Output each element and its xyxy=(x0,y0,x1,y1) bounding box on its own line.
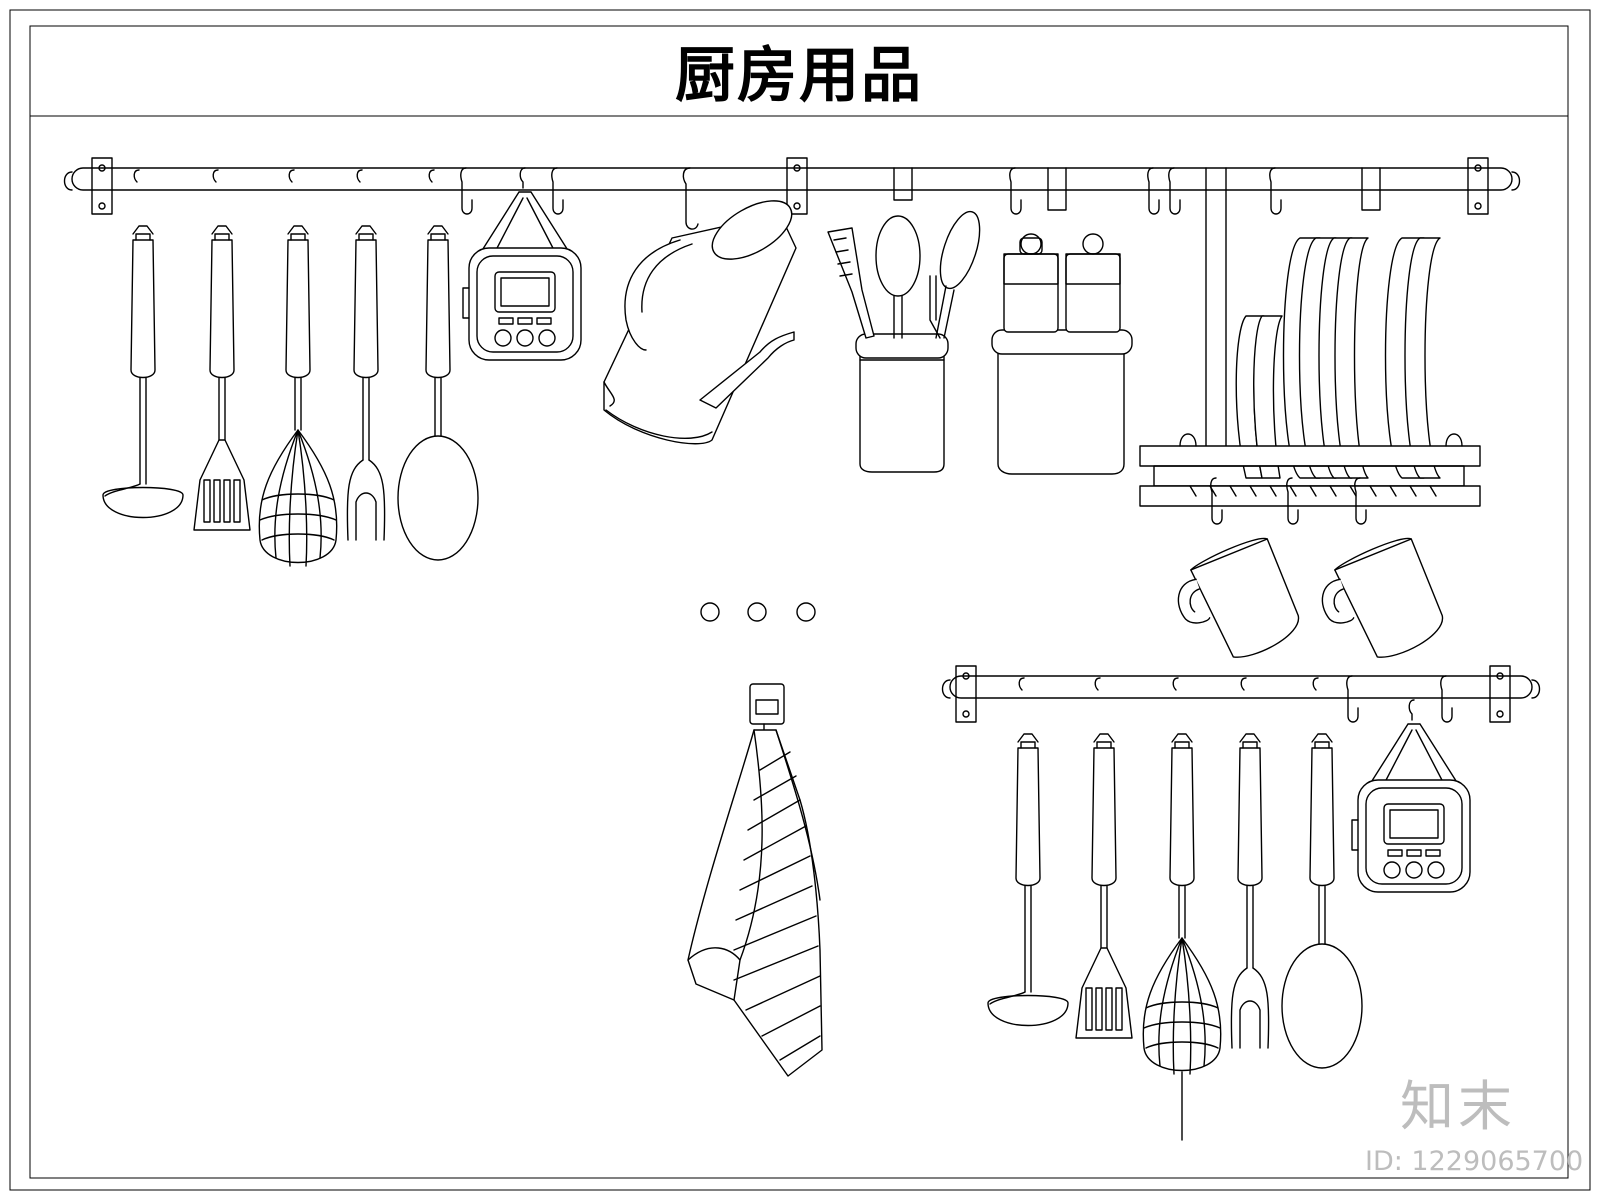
slotted-spatula-icon xyxy=(194,170,250,530)
ellipsis-dots-icon xyxy=(700,602,816,622)
page-title: 厨房用品 xyxy=(675,40,923,111)
spice-box-icon xyxy=(991,167,1133,475)
slotted-spatula-icon xyxy=(1076,678,1132,1038)
kettle-icon xyxy=(603,167,797,445)
fork-icon xyxy=(347,170,384,540)
spoon-icon xyxy=(398,170,478,560)
watermark-brand: 知末 xyxy=(1400,1075,1516,1138)
bottom-rail xyxy=(941,665,1541,723)
utensil-cup-icon xyxy=(827,167,981,473)
whisk-icon xyxy=(1143,678,1220,1074)
watermark-id: ID: 1229065700 xyxy=(1365,1146,1584,1177)
top-rail xyxy=(63,157,1521,215)
dish-rack-icon xyxy=(1139,167,1481,525)
ladle-icon xyxy=(988,678,1068,1026)
ladle-icon xyxy=(103,170,183,518)
spoon-icon xyxy=(1282,678,1362,1068)
kitchen-timer-icon xyxy=(1351,699,1471,893)
mug-icon xyxy=(1314,534,1448,666)
whisk-icon xyxy=(259,170,336,566)
sheet-frame xyxy=(9,9,1591,1191)
mug-icon xyxy=(1170,534,1304,666)
fork-icon xyxy=(1231,678,1268,1048)
hanging-towel-icon xyxy=(687,729,823,1077)
kitchen-timer-icon xyxy=(462,167,582,361)
